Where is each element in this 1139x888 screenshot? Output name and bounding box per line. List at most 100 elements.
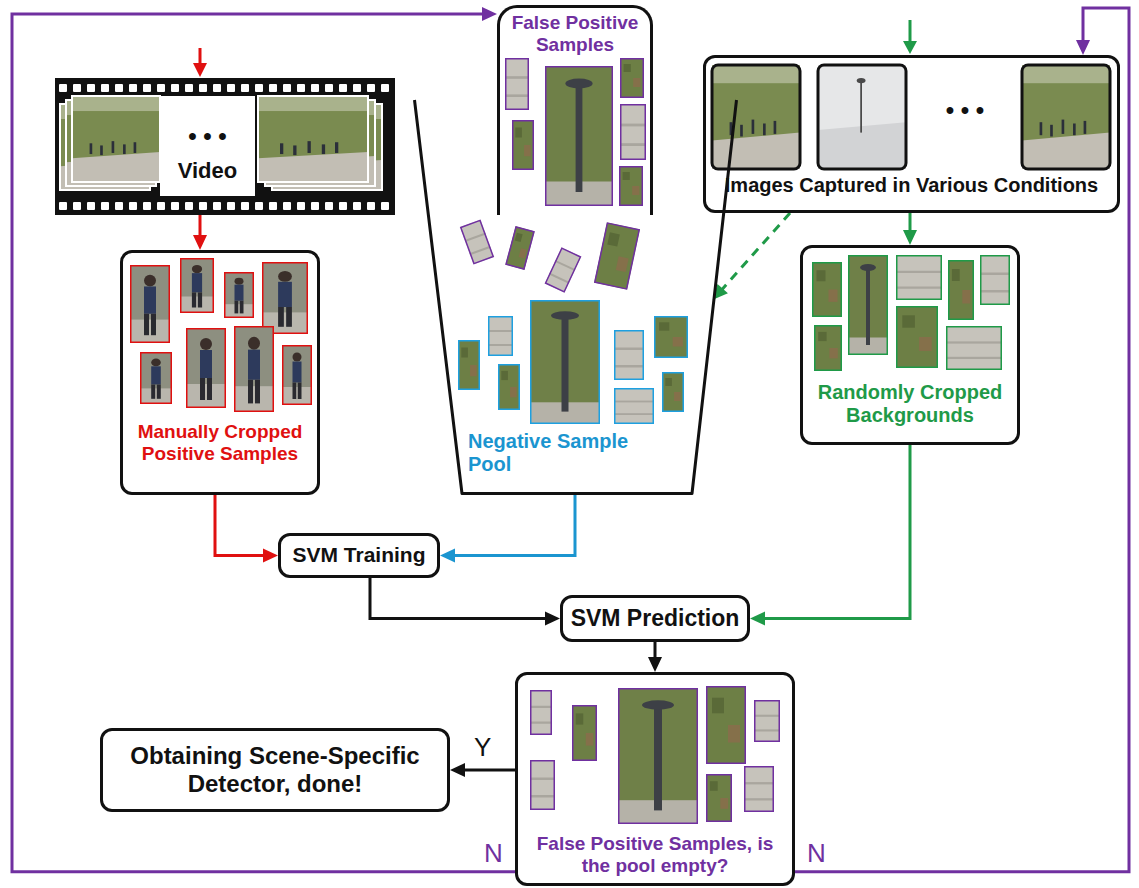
illustration-part <box>160 96 255 196</box>
illustration-part <box>505 58 529 110</box>
connector-line <box>215 495 266 556</box>
illustration-part <box>594 222 640 290</box>
image-set-box: Images Captured in Various Conditions <box>703 55 1120 213</box>
arrow-head <box>545 612 560 626</box>
pool-funnel: Negative Sample Pool <box>413 100 738 495</box>
illustration-part <box>530 300 600 424</box>
illustration-part <box>460 219 640 292</box>
node-label: Obtaining Scene-Specific Detector, done! <box>111 742 439 797</box>
illustration-part <box>812 262 842 317</box>
illustration-part <box>909 20 912 42</box>
connector <box>450 763 515 777</box>
node-label: SVM Prediction <box>571 605 740 631</box>
connector <box>12 7 515 872</box>
connector-line <box>370 578 548 619</box>
illustration-part <box>619 166 643 206</box>
connector-line <box>721 213 790 291</box>
node-label: Manually Cropped Positive Samples <box>127 421 313 465</box>
illustration-part <box>662 372 684 412</box>
illustration-part <box>512 120 534 170</box>
connector-line <box>199 215 202 238</box>
illustration-part <box>980 255 1010 305</box>
illustration-part <box>186 328 226 408</box>
illustration-part <box>72 96 160 182</box>
illustration-part <box>460 219 494 264</box>
arrow-head <box>903 230 917 245</box>
node-label: False Positive Samples <box>502 12 648 56</box>
arrow-head <box>450 763 465 777</box>
illustration-part <box>754 700 780 742</box>
connector-line <box>462 769 515 772</box>
illustration-part <box>618 688 698 824</box>
connector-line <box>452 495 575 556</box>
node-label: Negative Sample Pool <box>468 430 658 476</box>
illustration-part <box>706 686 746 764</box>
connector <box>193 215 207 250</box>
illustration-part <box>712 65 800 169</box>
illustration-part <box>903 41 917 54</box>
sample-box: Randomly Cropped Backgrounds <box>800 245 1020 445</box>
illustration-part <box>896 255 942 300</box>
illustration-part <box>812 255 1010 371</box>
illustration-part <box>505 226 535 270</box>
illustration-part <box>744 766 774 812</box>
ellipsis-mark: • • • <box>160 124 255 148</box>
connector <box>750 445 910 626</box>
connector <box>440 495 575 563</box>
node-label: False Positive Samples, is the pool empt… <box>524 833 786 877</box>
arrow-head <box>440 549 455 563</box>
illustration-part <box>946 326 1002 370</box>
decision-box: False Positive Samples, is the pool empt… <box>515 672 795 886</box>
illustration-part <box>1022 65 1110 169</box>
funnel-edge <box>415 100 737 494</box>
illustration-part <box>258 96 368 182</box>
illustration-part <box>712 65 800 169</box>
illustration-part <box>258 96 368 182</box>
illustration-part <box>620 58 644 98</box>
arrow-head <box>482 7 497 21</box>
illustration-part <box>262 262 308 334</box>
arrow-head <box>648 657 662 672</box>
illustration-part <box>545 66 613 206</box>
node-label: Randomly Cropped Backgrounds <box>807 381 1013 427</box>
arrow-head <box>263 549 278 563</box>
arrow-head <box>1076 40 1090 55</box>
illustration-part <box>498 364 520 410</box>
illustration-part <box>654 316 688 358</box>
illustration-part <box>458 340 480 390</box>
connector <box>795 8 1129 872</box>
illustration-part <box>1022 65 1110 169</box>
illustration-part <box>140 352 172 404</box>
illustration-part <box>130 258 312 412</box>
connector-line <box>795 8 1129 872</box>
illustration-part <box>572 705 597 761</box>
node-label: Video <box>160 158 255 183</box>
ellipsis-mark: • • • <box>920 98 1010 122</box>
sample-bin: False Positive Samples <box>497 5 653 215</box>
illustration-part <box>193 63 207 77</box>
illustration-part <box>55 78 395 215</box>
illustration-part <box>896 306 938 368</box>
connector <box>903 213 917 245</box>
edge-label: N <box>482 839 505 868</box>
illustration-part <box>488 316 513 356</box>
illustration-part <box>130 265 170 343</box>
illustration-part <box>706 774 732 822</box>
edge-label: Y <box>472 733 493 762</box>
node-label: SVM Training <box>292 543 425 567</box>
illustration-part <box>72 96 160 182</box>
connector <box>648 642 662 672</box>
illustration-part <box>712 65 1110 169</box>
illustration-part <box>530 760 555 810</box>
sample-box: Manually Cropped Positive Samples <box>120 250 320 495</box>
node-label: Images Captured in Various Conditions <box>712 174 1111 197</box>
illustration-part <box>614 388 654 424</box>
illustration-part <box>458 300 688 424</box>
process-box: SVM Training <box>278 533 440 578</box>
illustration-part <box>545 247 582 293</box>
connector-line <box>762 445 910 619</box>
connector <box>215 495 278 563</box>
illustration-part <box>530 686 780 824</box>
terminal-box: Obtaining Scene-Specific Detector, done! <box>100 728 450 812</box>
illustration-part <box>848 255 888 355</box>
